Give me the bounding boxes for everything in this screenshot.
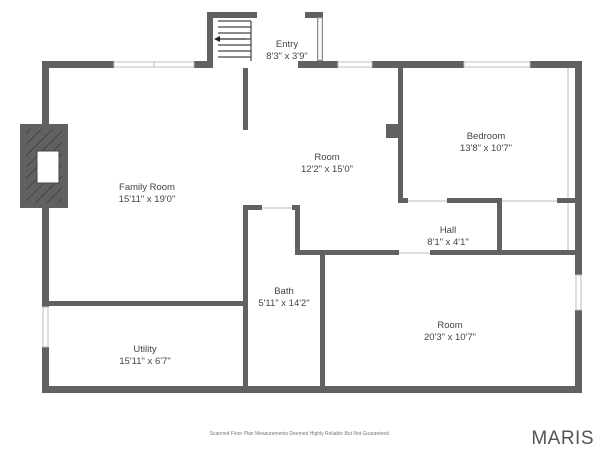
disclaimer-text: Scanned Floor Plan Measurements Deemed H… — [209, 431, 391, 437]
utility-label: Utility — [133, 344, 156, 355]
interior-thin-lines — [262, 200, 557, 254]
hall-label: Hall — [440, 225, 456, 236]
room-center-size: 12'2" x 15'0" — [301, 164, 353, 175]
window-room-right — [575, 274, 582, 311]
room-lower-size: 20'3" x 10'7" — [424, 332, 476, 343]
family-room-size: 15'11" x 19'0" — [119, 194, 176, 205]
window-entry-right — [317, 17, 323, 61]
window-bedroom-top — [463, 61, 531, 68]
stairs-icon — [213, 18, 252, 61]
bedroom-label: Bedroom — [467, 131, 506, 142]
entry-label: Entry — [276, 39, 298, 50]
utility-size: 15'11" x 6'7" — [119, 356, 170, 367]
room-labels: Entry 8'3" x 3'9" Family Room 15'11" x 1… — [119, 39, 512, 367]
room-lower-label: Room — [437, 320, 462, 331]
fireplace-icon — [20, 124, 68, 208]
exterior-walls — [42, 12, 582, 393]
arrow-left-icon — [214, 36, 246, 42]
bath-size: 5'11" x 14'2" — [258, 298, 309, 309]
brand-logo: MARIS — [531, 428, 594, 449]
bedroom-size: 13'8" x 10'7" — [460, 143, 512, 154]
bath-label: Bath — [274, 286, 294, 297]
entry-size: 8'3" x 3'9" — [266, 51, 308, 62]
interior-walls — [49, 68, 575, 387]
window-room-top — [337, 61, 373, 68]
window-utility-left — [42, 306, 49, 348]
windows — [42, 17, 582, 348]
family-room-label: Family Room — [119, 182, 175, 193]
hall-size: 8'1" x 4'1" — [427, 237, 469, 248]
room-center-label: Room — [314, 152, 339, 163]
